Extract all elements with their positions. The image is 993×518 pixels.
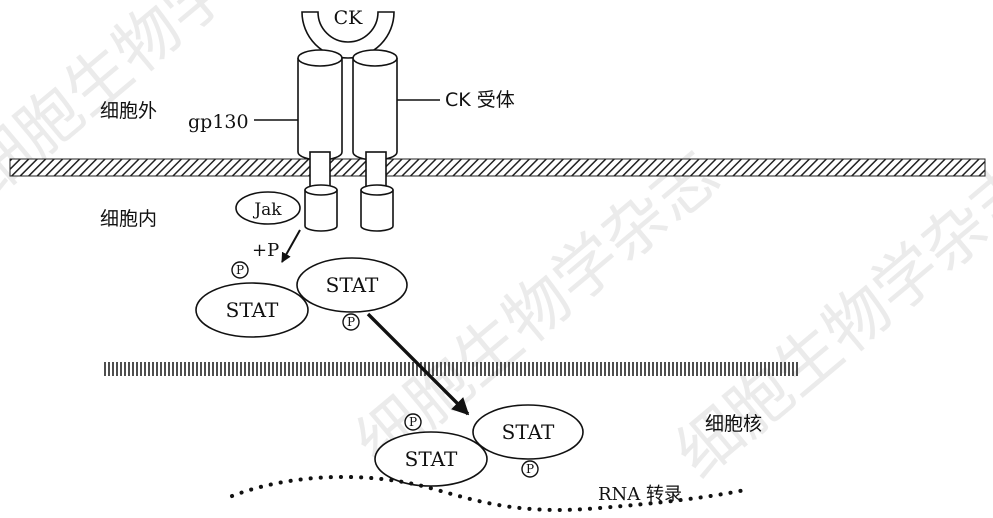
jak-kinase: Jak [236,192,300,224]
nucleus-label: 细胞核 [705,413,762,435]
stat-label: STAT [226,298,279,322]
stat-label: STAT [326,273,379,297]
stat-dimer-cytoplasm: STAT STAT P P [196,258,407,337]
gp130-label: gp130 [188,111,249,133]
ck-receptor-label: CK 受体 [445,89,515,111]
cell-membrane [10,159,985,176]
phosphorylation-label: +P [252,240,279,261]
jak-arrow [282,230,300,262]
ck-label: CK [334,7,364,29]
gp130-receptor [298,50,342,231]
phosphate-label: P [526,462,534,476]
watermark-text: 细胞生物学杂志 [0,0,343,212]
phosphate-label: P [409,415,417,429]
stat-dimer-nucleus: STAT STAT P P [375,405,583,486]
phosphate-label: P [236,263,244,277]
phosphate-label: P [347,315,355,329]
nuclear-membrane [102,362,800,376]
stat-label: STAT [405,447,458,471]
extracellular-label: 细胞外 [100,100,157,122]
intracellular-label: 细胞内 [100,208,157,230]
stat-label: STAT [502,420,555,444]
jak-label: Jak [252,200,282,220]
ck-receptor [353,50,397,231]
rna-transcription-label: RNA 转录 [598,484,682,505]
